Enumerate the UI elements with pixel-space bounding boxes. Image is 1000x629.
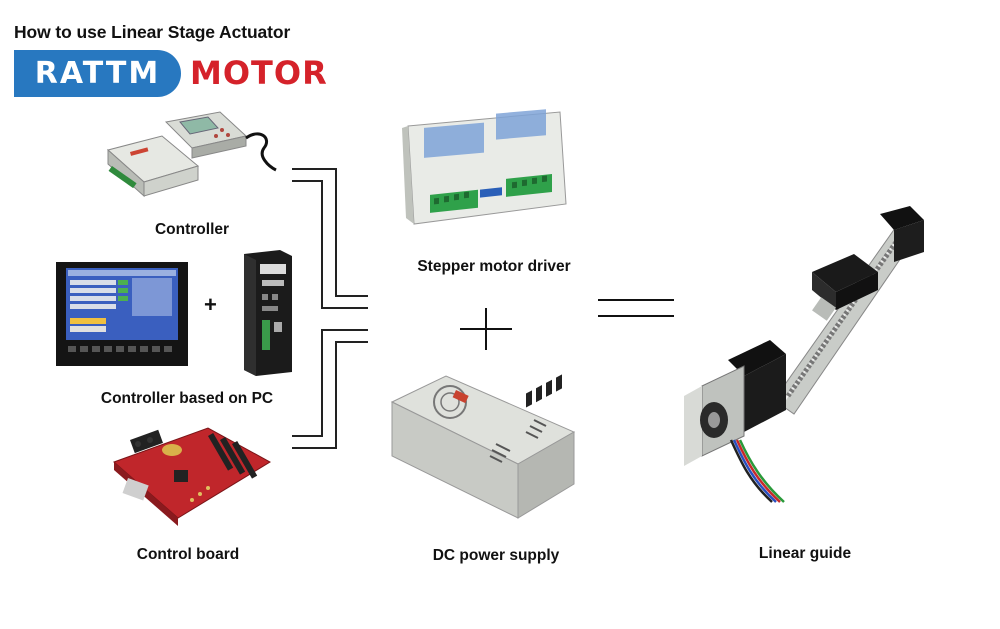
logo-badge: RATTM	[14, 50, 181, 97]
power-supply-image	[390, 374, 576, 519]
stepper-driver-image	[402, 109, 567, 225]
logo-left-text: RATTM	[34, 56, 161, 91]
page-title: How to use Linear Stage Actuator	[14, 22, 291, 42]
linear-guide-caption: Linear guide	[758, 545, 852, 562]
linear-guide-image	[684, 206, 924, 503]
equals-sign	[598, 299, 674, 317]
controller-caption: Controller	[154, 221, 230, 238]
power-supply-caption: DC power supply	[432, 547, 560, 564]
pc-plus-sign: +	[204, 292, 217, 317]
control-board-image	[113, 427, 271, 526]
stepper-driver-caption: Stepper motor driver	[417, 258, 571, 275]
controller-image	[106, 111, 277, 198]
middle-plus-sign	[460, 308, 512, 350]
pc-controller-caption: Controller based on PC	[100, 390, 274, 407]
industrial-pc-image	[244, 250, 292, 376]
brand-logo: RATTM MOTOR	[14, 50, 328, 97]
pc-monitor-image	[56, 262, 188, 366]
logo-right-text: MOTOR	[190, 54, 328, 92]
control-board-caption: Control board	[136, 546, 240, 563]
